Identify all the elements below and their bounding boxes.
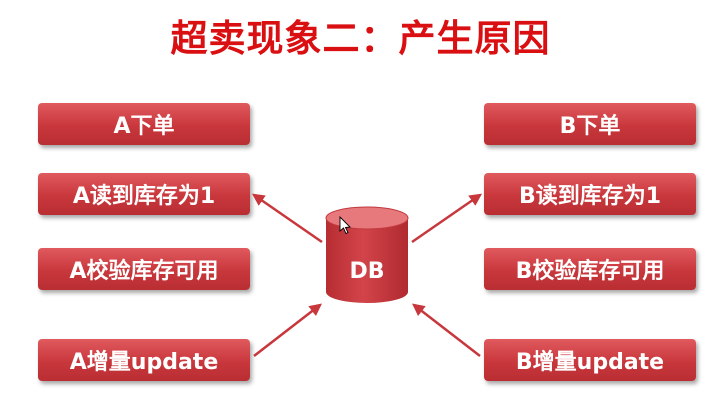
a-update-box: A增量update xyxy=(38,339,250,381)
database-icon xyxy=(325,206,409,303)
slide-title: 超卖现象二：产生原因 xyxy=(170,17,551,60)
arrow-b-update-to-db xyxy=(412,303,481,357)
b-check-stock-box: B校验库存可用 xyxy=(484,248,696,290)
a-order-box: A下单 xyxy=(38,103,250,145)
arrow-a-update-to-db xyxy=(253,303,322,357)
arrow-db-to-b-read xyxy=(411,193,483,244)
b-read-stock-box: B读到库存为1 xyxy=(484,173,696,215)
arrow-db-to-a-read xyxy=(251,193,323,244)
a-read-stock-box: A读到库存为1 xyxy=(38,173,250,215)
db-label: DB xyxy=(349,259,385,284)
a-check-stock-box: A校验库存可用 xyxy=(38,248,250,290)
b-update-box: B增量update xyxy=(484,339,696,381)
cursor-icon xyxy=(339,215,351,235)
b-order-box: B下单 xyxy=(484,103,696,145)
